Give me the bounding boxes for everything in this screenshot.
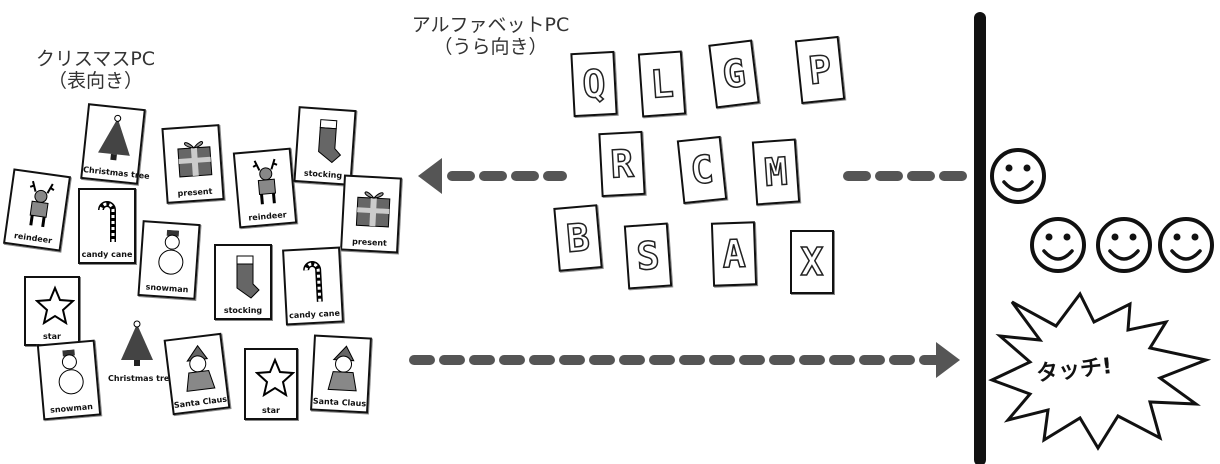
tree-icon (121, 320, 153, 366)
santa-icon (186, 344, 216, 392)
christmas-group-label-line1: クリスマスPC (35, 48, 156, 70)
star-icon (35, 285, 75, 326)
christmas-card[interactable]: candy cane (78, 188, 136, 264)
arrow-left-icon (418, 158, 567, 194)
candy-cane-icon (98, 201, 116, 242)
stocking-icon (236, 255, 260, 299)
christmas-card[interactable]: star (244, 348, 298, 420)
christmas-card[interactable]: star (24, 276, 80, 346)
christmas-card[interactable]: present (340, 174, 402, 254)
alphabet-group-label: アルファベットPC （うら向き） (388, 14, 593, 58)
christmas-card[interactable]: snowman (36, 339, 102, 421)
christmas-card-label: Christmas tree (108, 374, 175, 383)
snowman-icon (58, 349, 84, 395)
christmas-card[interactable]: Santa Claus (310, 334, 372, 414)
christmas-card-label: star (262, 406, 280, 415)
candy-cane-icon (303, 261, 323, 302)
santa-icon (327, 345, 357, 392)
star-icon (255, 357, 295, 398)
present-icon (355, 191, 391, 228)
alphabet-card-letter: X (800, 239, 824, 285)
christmas-card[interactable]: Christmas tree (80, 103, 150, 185)
christmas-card[interactable]: candy cane (282, 246, 344, 326)
christmas-card[interactable]: reindeer (2, 168, 72, 252)
alphabet-group-label-line1: アルファベットPC (411, 14, 570, 36)
christmas-card[interactable]: stocking (293, 106, 357, 186)
snowman-icon (158, 229, 184, 275)
smiley-icon (990, 148, 1214, 273)
christmas-card[interactable]: Santa Claus (163, 332, 231, 416)
burst-icon (988, 291, 1212, 451)
present-icon (177, 141, 213, 178)
christmas-card-label: star (43, 332, 61, 341)
reindeer-icon (252, 158, 278, 205)
christmas-group-label-line2: （表向き） (47, 70, 143, 92)
christmas-card[interactable]: stocking (214, 244, 272, 320)
christmas-group-label: クリスマスPC （表向き） (8, 48, 183, 92)
arrow-right-icon (409, 342, 960, 378)
reindeer-icon (29, 180, 55, 228)
christmas-card-label: candy cane (81, 250, 133, 259)
christmas-card[interactable]: reindeer (232, 147, 298, 229)
christmas-card[interactable]: present (161, 124, 225, 204)
tree-icon (98, 114, 130, 161)
smiley-mouths (1002, 180, 1202, 261)
stocking-icon (318, 119, 342, 164)
christmas-card-label: stocking (223, 306, 263, 315)
christmas-card[interactable]: snowman (137, 220, 201, 300)
alphabet-card[interactable]: X (790, 230, 834, 294)
alphabet-group-label-line2: （うら向き） (433, 36, 548, 58)
christmas-card[interactable]: Christmas tree (106, 312, 175, 388)
smiley-eyes (1005, 164, 1199, 241)
